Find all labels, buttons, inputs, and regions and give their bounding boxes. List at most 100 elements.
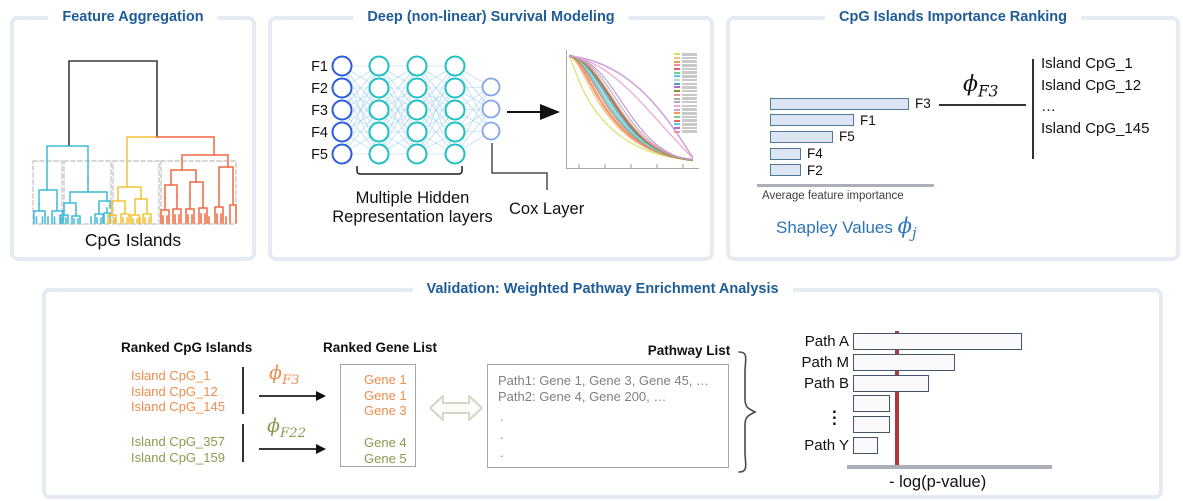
significance-threshold-line [895, 331, 899, 467]
nn-node [331, 99, 353, 121]
phi-f3-symbol: ϕF3 [963, 72, 999, 101]
panel-title-survival-modeling: Deep (non-linear) Survival Modeling [353, 9, 629, 25]
cpg-divider-bottom [242, 424, 244, 462]
nn-node [481, 121, 501, 141]
nn-node [444, 121, 466, 143]
legend-entry [674, 108, 697, 111]
survival-curve [568, 55, 694, 159]
importance-bar-label: F2 [807, 162, 823, 178]
nn-input-label: F4 [311, 125, 328, 141]
nn-node [368, 121, 390, 143]
enrichment-bar [853, 416, 890, 434]
pathway-dot: . [500, 445, 504, 460]
nn-node [481, 99, 501, 119]
island-item: Island CpG_12 [1041, 76, 1142, 94]
panel-title-feature-aggregation: Feature Aggregation [48, 9, 218, 25]
enrichment-axis-label: - log(p-value) [889, 473, 987, 491]
panel-title-importance-ranking: CpG Islands Importance Ranking [824, 9, 1082, 25]
panel-title-validation: Validation: Weighted Pathway Enrichment … [412, 281, 793, 297]
cox-layer-label: Cox Layer [509, 200, 585, 218]
ranked-genes-title: Ranked Gene List [323, 340, 438, 355]
nn-node [406, 55, 428, 77]
legend-entry [674, 119, 697, 122]
legend-entry [674, 56, 697, 60]
pathway-line-2: Path2: Gene 4, Gene 200, … [498, 389, 667, 404]
enrichment-bar-label: Path M [801, 353, 849, 371]
legend-entry [674, 60, 697, 63]
hidden-layers-caption: Multiple Hidden Representation layers [332, 189, 493, 226]
nn-input-label: F1 [311, 59, 328, 75]
importance-bar-label: F5 [839, 129, 855, 145]
island-item: Island CpG_145 [1041, 119, 1150, 137]
phi-f3-arrow [259, 391, 326, 401]
enrichment-bar-row: Path Y [794, 437, 878, 454]
importance-bar-row: F5 [770, 129, 855, 144]
survival-curve [568, 55, 694, 161]
pathway-dot: . [500, 427, 504, 442]
gene-item: Gene 3 [364, 403, 407, 418]
legend-entry [674, 100, 697, 104]
enrichment-bar [853, 353, 955, 371]
nn-node [368, 77, 390, 99]
enrichment-bar-row: Path B [794, 374, 929, 392]
nn-node [406, 143, 428, 165]
cpg-item: Island CpG_357 [131, 434, 225, 449]
cpg-item: Island CpG_145 [131, 399, 225, 414]
legend-entry [674, 89, 697, 93]
enrichment-bar [853, 333, 1022, 350]
island-item: Island CpG_1 [1041, 55, 1133, 72]
legend-entry [674, 64, 697, 67]
survival-legend [674, 53, 697, 133]
cox-layer-connector [491, 143, 548, 190]
nn-node [481, 77, 501, 97]
legend-entry [674, 93, 697, 97]
survival-curve [568, 55, 694, 159]
survival-curves [568, 54, 694, 168]
importance-bar-row: F1 [770, 113, 876, 128]
importance-bar-row: F2 [770, 163, 823, 178]
dendrogram-graphic [32, 60, 237, 225]
nn-input-label: F3 [311, 103, 328, 119]
pathway-list-title: Pathway List [647, 343, 731, 358]
importance-bar [770, 114, 854, 127]
legend-entry [674, 104, 697, 108]
phi-f3-line [939, 104, 1026, 106]
nn-node [368, 143, 390, 165]
cpg-item: Island CpG_12 [131, 383, 218, 399]
importance-bar-label: F1 [860, 112, 876, 128]
importance-bar-label: F4 [807, 146, 823, 162]
enrichment-bar-row [794, 395, 890, 413]
nn-nodes [331, 55, 501, 165]
panel-feature-aggregation: Feature Aggregation [10, 9, 256, 261]
nn-node [406, 99, 428, 121]
legend-entry [674, 71, 697, 74]
nn-node [444, 99, 466, 121]
importance-bar [770, 147, 801, 160]
nn-node [406, 121, 428, 143]
gene-item: Gene 4 [364, 435, 407, 450]
importance-axis-line [757, 184, 934, 187]
survival-curve [568, 55, 694, 161]
nn-node [406, 77, 428, 99]
pathway-list-box: Path1: Gene 1, Gene 3, Gene 45, … Path2:… [487, 364, 729, 468]
legend-entry [674, 123, 697, 126]
nn-input-label: F2 [311, 81, 328, 97]
nn-node [368, 99, 390, 121]
legend-entry [674, 67, 697, 71]
phi-f3-map-symbol: ϕF3 [269, 362, 300, 388]
enrichment-bar-label: Path B [803, 374, 849, 392]
nn-node [331, 77, 353, 99]
shapley-values-label: Shapley Values ϕj [776, 214, 917, 243]
dendrogram-cyan-cluster [33, 145, 111, 224]
